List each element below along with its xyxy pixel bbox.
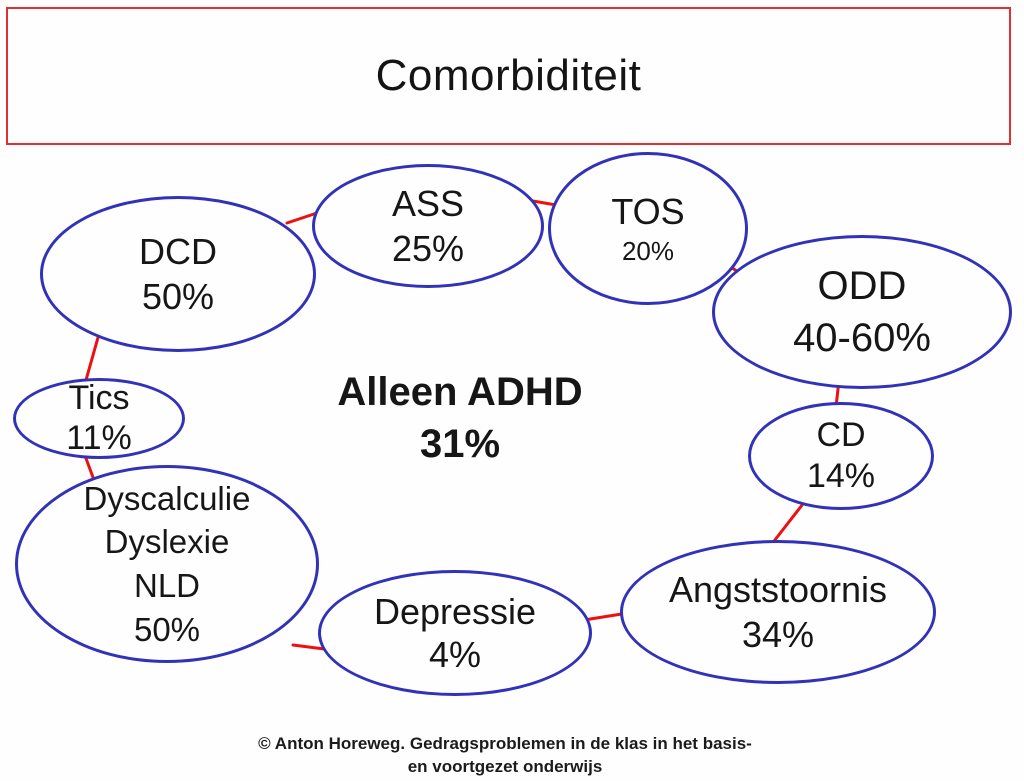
node-label: ASS [391, 182, 465, 224]
footer-credit: © Anton Horeweg. Gedragsproblemen in de … [0, 733, 1010, 779]
node-odd: ODD 40-60% [712, 235, 1012, 389]
slide-title: Comorbiditeit [375, 51, 642, 100]
node-dcd: DCD 50% [40, 196, 316, 352]
node-dyscalculie-dyslexie-nld: Dyscalculie Dyslexie NLD 50% [15, 465, 319, 663]
connector-tics-dcd [84, 332, 101, 382]
footer-line2: en voortgezet onderwijs [407, 756, 603, 776]
node-label: CD [816, 416, 866, 455]
node-label: Depressie [373, 590, 537, 632]
node-ass: ASS 25% [312, 164, 544, 288]
node-value: 14% [806, 457, 876, 495]
node-value: 4% [428, 634, 482, 675]
node-cd: CD 14% [748, 402, 934, 510]
node-value: 34% [741, 614, 815, 655]
node-tos: TOS 20% [548, 152, 748, 305]
node-line: Dyscalculie [83, 479, 251, 517]
node-depressie: Depressie 4% [318, 570, 592, 696]
node-label: ODD [817, 264, 907, 308]
footer-line1: © Anton Horeweg. Gedragsproblemen in de … [258, 734, 752, 753]
node-value: 50% [141, 276, 215, 317]
connector-cd-angst [769, 498, 808, 547]
node-value: 11% [66, 418, 132, 457]
node-tics: Tics 11% [13, 378, 185, 459]
center-label-line2: 31% [419, 422, 501, 466]
node-line: Dyslexie [104, 523, 230, 561]
center-label: Alleen ADHD 31% [300, 366, 620, 470]
node-line: NLD [133, 567, 201, 604]
node-label: DCD [139, 230, 217, 272]
title-box: Comorbiditeit [6, 7, 1011, 145]
node-value: 50% [133, 610, 201, 648]
node-value: 20% [621, 235, 675, 266]
node-label: Angststoornis [668, 568, 888, 610]
node-label: TOS [611, 191, 685, 233]
node-value: 40-60% [793, 316, 931, 360]
node-angststoornis: Angststoornis 34% [620, 540, 936, 684]
center-label-line1: Alleen ADHD [337, 370, 583, 414]
node-label: Tics [68, 379, 130, 418]
node-value: 25% [391, 228, 465, 269]
